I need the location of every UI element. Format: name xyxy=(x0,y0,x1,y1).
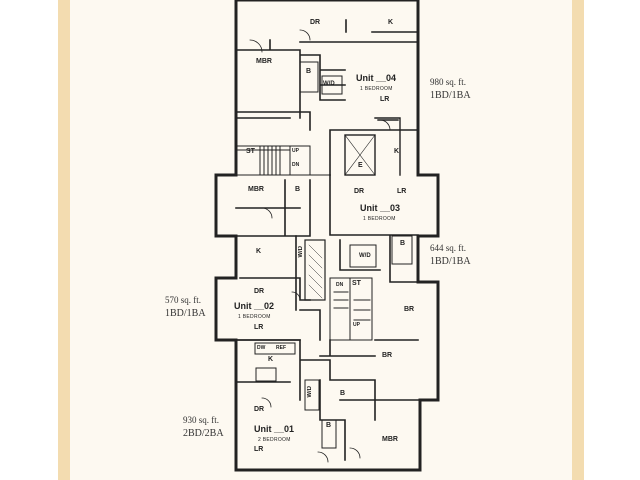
room-label: DR xyxy=(354,188,365,195)
room-label: BR xyxy=(404,306,415,313)
room-label: MBR xyxy=(382,436,398,443)
room-label: LR xyxy=(380,96,390,103)
room-label: DW xyxy=(257,345,266,351)
room-label: ST xyxy=(352,280,361,287)
unit02-sqft: 570 sq. ft. xyxy=(165,295,201,305)
room-label: BR xyxy=(382,352,393,359)
room-label: K xyxy=(268,356,274,363)
unit01-tub xyxy=(321,419,337,449)
room-label: W/D xyxy=(298,246,304,258)
room-label: DR xyxy=(254,288,265,295)
exterior-wall xyxy=(214,0,440,472)
room-label: DR xyxy=(310,19,321,26)
unit02-type: 1BD/1BA xyxy=(165,308,206,319)
room-label: W/D xyxy=(307,386,313,398)
room-label: W/D xyxy=(323,81,335,87)
room-label: W/D xyxy=(359,253,371,259)
unit03-info: 644 sq. ft. 1BD/1BA xyxy=(430,241,471,269)
room-label: B xyxy=(326,422,332,429)
unit04-walls xyxy=(235,19,419,176)
unit04-type: 1BD/1BA xyxy=(430,90,471,101)
unit04-info: 980 sq. ft. 1BD/1BA xyxy=(430,75,471,103)
unit03-walls xyxy=(235,174,419,283)
unit01-type: 2BD/2BA xyxy=(183,428,224,439)
unit02-walls xyxy=(235,235,311,341)
unit04-subtitle: 1 BEDROOM xyxy=(360,86,393,92)
room-label: E xyxy=(358,162,363,169)
room-label: LR xyxy=(254,446,264,453)
unit02-info: 570 sq. ft. 1BD/1BA xyxy=(165,293,206,321)
room-label: B xyxy=(400,240,406,247)
room-label: K xyxy=(388,19,394,26)
unit02-washer xyxy=(304,239,326,301)
elevator-top xyxy=(344,134,376,176)
room-label: REF xyxy=(276,345,286,351)
corridor-walls xyxy=(299,309,419,357)
room-label: B xyxy=(295,186,301,193)
unit03-bath xyxy=(391,235,413,265)
unit04-sqft: 980 sq. ft. xyxy=(430,77,466,87)
unit02-washer-hatch xyxy=(308,244,323,299)
unit01-info: 930 sq. ft. 2BD/2BA xyxy=(183,413,224,441)
room-label: B xyxy=(306,68,312,75)
unit03-sqft: 644 sq. ft. xyxy=(430,243,466,253)
room-label: MBR xyxy=(248,186,264,193)
unit01-title: Unit __01 xyxy=(254,424,295,434)
unit01-walls xyxy=(235,339,419,461)
room-label: K xyxy=(256,248,262,255)
room-label: MBR xyxy=(256,58,272,65)
room-label: DN xyxy=(292,162,300,168)
unit01-stove xyxy=(255,367,277,382)
unit02-title: Unit __02 xyxy=(234,301,275,311)
room-label: UP xyxy=(292,148,299,154)
unit01-sqft: 930 sq. ft. xyxy=(183,415,219,425)
unit02-subtitle: 1 BEDROOM xyxy=(238,314,271,320)
elevator-x xyxy=(344,134,376,176)
unit03-type: 1BD/1BA xyxy=(430,256,471,267)
room-label: B xyxy=(340,390,346,397)
room-label: K xyxy=(394,148,400,155)
stair-mid xyxy=(329,277,373,341)
stair-top xyxy=(235,145,331,176)
room-label: LR xyxy=(254,324,264,331)
room-label: LR xyxy=(397,188,407,195)
unit04-tub xyxy=(299,61,319,93)
unit04-title: Unit __04 xyxy=(356,73,397,83)
room-label: UP xyxy=(353,322,360,328)
unit03-title: Unit __03 xyxy=(360,203,401,213)
room-label: DN xyxy=(336,282,344,288)
door-arcs xyxy=(249,29,391,463)
unit01-subtitle: 2 BEDROOM xyxy=(258,437,291,443)
unit03-kitchen xyxy=(374,117,401,176)
room-label: ST xyxy=(246,148,255,155)
unit03-washer xyxy=(349,244,377,268)
unit01-washer xyxy=(304,379,320,411)
unit01-dw-ref xyxy=(254,342,296,355)
unit03-subtitle: 1 BEDROOM xyxy=(363,216,396,222)
room-label: DR xyxy=(254,406,265,413)
unit04-washer xyxy=(321,75,343,95)
